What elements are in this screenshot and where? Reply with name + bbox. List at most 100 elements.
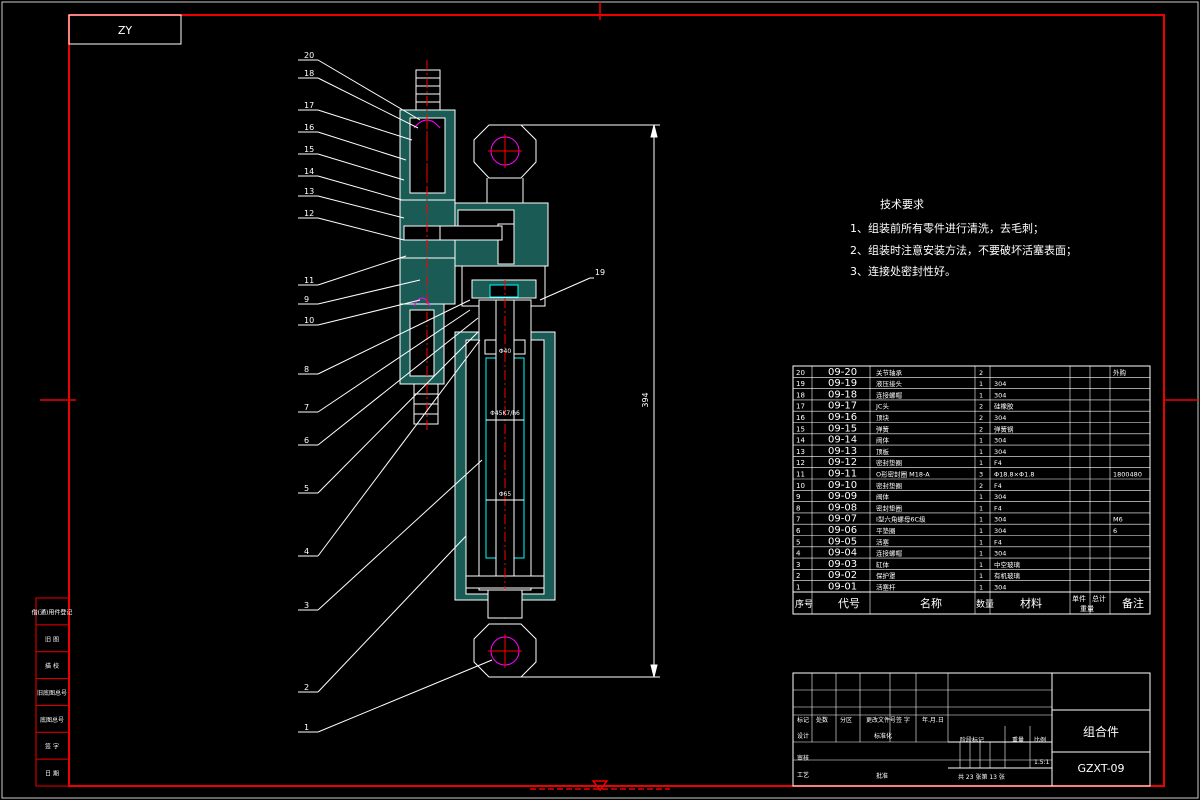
callout-leader-12 bbox=[317, 217, 405, 241]
tech-line-1: 1、组装前所有零件进行清洗，去毛刺； bbox=[850, 221, 1044, 235]
part-material: 304 bbox=[994, 527, 1006, 535]
title-block: 标记处数分区更改文件号签 字年.月.日设计标准化审核工艺批准阶段标记重量比例1.… bbox=[792, 672, 1151, 787]
part-note: M6 bbox=[1113, 516, 1123, 524]
part-material: 中空玻璃 bbox=[994, 560, 1021, 569]
part-note: 1800480 bbox=[1113, 471, 1142, 479]
part-material: F4 bbox=[994, 504, 1002, 512]
tb-part-name: 组合件 bbox=[1083, 724, 1119, 739]
part-name: 弹簧 bbox=[876, 424, 890, 433]
part-no: 11 bbox=[796, 471, 805, 479]
drawing-frame bbox=[68, 14, 1165, 787]
callout-12: 12 bbox=[304, 209, 314, 218]
tb-scale-label: 比例 bbox=[1034, 736, 1046, 744]
part-name: 顶块 bbox=[876, 413, 890, 422]
valve-head bbox=[454, 202, 549, 307]
part-no: 19 bbox=[796, 380, 805, 388]
callout-leader-20 bbox=[317, 59, 421, 121]
part-qty: 1 bbox=[979, 584, 983, 592]
callout-leader-18 bbox=[317, 77, 419, 129]
bottom-rod-eye bbox=[473, 623, 537, 678]
header-qty: 数量 bbox=[976, 598, 994, 610]
part-name: 平垫圈 bbox=[876, 526, 896, 535]
tb-rev-label: 分区 bbox=[840, 716, 852, 724]
callout-leader-13 bbox=[317, 195, 405, 219]
callout-leader-1 bbox=[317, 659, 493, 733]
callout-4: 4 bbox=[304, 547, 309, 556]
tb-stage-label: 阶段标记 bbox=[960, 736, 984, 744]
part-no: 4 bbox=[796, 550, 801, 558]
callout-19: 19 bbox=[595, 268, 605, 277]
part-no: 8 bbox=[796, 504, 800, 512]
callout-leader-10 bbox=[317, 299, 421, 326]
header-name: 名称 bbox=[920, 596, 942, 610]
left-strip-label: 旧底图总号 bbox=[37, 689, 67, 697]
part-name: 密封垫圈 bbox=[876, 481, 902, 490]
tech-line-3: 3、连接处密封性好。 bbox=[850, 264, 956, 278]
part-name: 活塞杆 bbox=[876, 583, 896, 592]
part-material: 304 bbox=[994, 584, 1006, 592]
part-qty: 2 bbox=[979, 369, 983, 377]
callout-1: 1 bbox=[304, 723, 309, 732]
callout-20: 20 bbox=[304, 51, 314, 60]
part-no: 12 bbox=[796, 459, 805, 467]
assembly-section-view: Φ40 Φ45K7/h6 Φ65 bbox=[399, 60, 556, 678]
connecting-pipe bbox=[439, 225, 503, 241]
left-valve-cartridge bbox=[399, 60, 473, 430]
part-code: 09-20 bbox=[828, 367, 857, 378]
part-note: 6 bbox=[1113, 527, 1117, 535]
part-code: 09-18 bbox=[828, 389, 857, 400]
tb-role: 批准 bbox=[876, 772, 888, 780]
part-material: F4 bbox=[994, 538, 1002, 546]
left-strip-label: 日 期 bbox=[45, 770, 59, 778]
header-code: 代号 bbox=[838, 597, 860, 610]
part-name: 活塞 bbox=[876, 537, 890, 546]
tb-rev-label: 签 字 bbox=[896, 716, 910, 724]
part-no: 7 bbox=[796, 516, 800, 524]
part-no: 6 bbox=[796, 527, 801, 535]
dim-d3: Φ65 bbox=[499, 491, 512, 498]
part-name: 保护罩 bbox=[876, 571, 896, 580]
callout-leader-6 bbox=[317, 317, 479, 446]
part-qty: 1 bbox=[979, 538, 983, 546]
part-code: 09-14 bbox=[828, 435, 857, 446]
tb-role: 审核 bbox=[797, 754, 809, 762]
left-strip-label: 借(通)用件登记 bbox=[32, 608, 73, 616]
part-name: 缸体 bbox=[876, 560, 890, 569]
part-material: 304 bbox=[994, 516, 1006, 524]
callout-leader-5 bbox=[317, 331, 479, 494]
part-code: 09-07 bbox=[828, 514, 857, 525]
callout-14: 14 bbox=[304, 167, 314, 176]
part-no: 10 bbox=[796, 482, 805, 490]
left-strip-label: 底图总号 bbox=[40, 716, 64, 724]
part-no: 5 bbox=[796, 538, 800, 546]
callout-7: 7 bbox=[304, 403, 309, 412]
part-code: 09-15 bbox=[828, 423, 857, 434]
part-qty: 3 bbox=[979, 471, 983, 479]
part-code: 09-11 bbox=[828, 469, 857, 480]
part-code: 09-16 bbox=[828, 412, 857, 423]
callout-leader-17 bbox=[317, 109, 413, 141]
callout-5: 5 bbox=[304, 484, 309, 493]
tb-rev-label: 更改文件号 bbox=[866, 716, 896, 724]
callout-leader-19 bbox=[539, 277, 591, 301]
callout-15: 15 bbox=[304, 145, 314, 154]
part-code: 09-10 bbox=[828, 480, 857, 491]
part-qty: 1 bbox=[979, 437, 983, 445]
part-note: 外购 bbox=[1113, 368, 1127, 377]
part-name: JC头 bbox=[875, 402, 889, 411]
part-name: 顶板 bbox=[876, 447, 890, 456]
part-no: 13 bbox=[796, 448, 805, 456]
part-code: 09-08 bbox=[828, 502, 857, 513]
part-qty: 1 bbox=[979, 572, 983, 580]
part-no: 15 bbox=[796, 425, 805, 433]
overall-dimension bbox=[505, 124, 660, 678]
callout-9: 9 bbox=[304, 295, 309, 304]
part-material: 弹簧钢 bbox=[994, 424, 1014, 433]
callout-18: 18 bbox=[304, 69, 314, 78]
top-rod-eye bbox=[473, 124, 537, 204]
callout-11: 11 bbox=[304, 276, 314, 285]
part-material: F4 bbox=[994, 482, 1002, 490]
callout-8: 8 bbox=[304, 365, 309, 374]
